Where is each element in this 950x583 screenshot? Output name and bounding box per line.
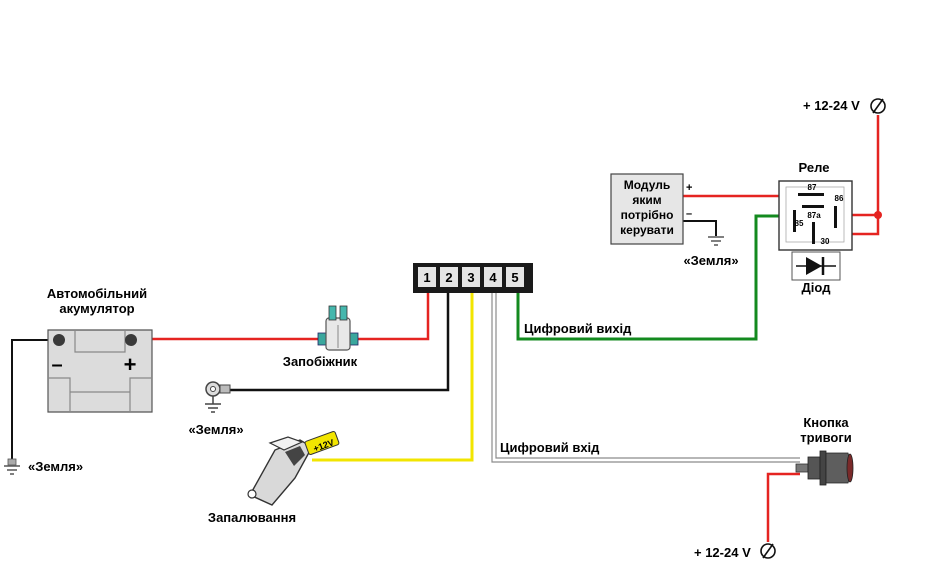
pin4-digital-in-wire-b — [495, 290, 800, 459]
fuse-label: Запобіжник — [283, 354, 358, 369]
relay-pin-86: 86 — [835, 194, 844, 203]
terminal-block: 1 2 3 4 5 — [413, 263, 533, 293]
terminal-pin-4: 4 — [484, 267, 502, 287]
panic-button-label-line2: тривоги — [800, 430, 851, 445]
battery-ground-symbol — [4, 458, 20, 475]
battery-minus-terminal — [53, 334, 65, 346]
button-supply-wire — [766, 472, 800, 542]
digital-out-label: Цифровий вихід — [524, 321, 632, 336]
relay-pin-85: 85 — [795, 219, 804, 228]
svg-text:5: 5 — [511, 270, 518, 285]
module-label-line3: потрібно — [621, 208, 674, 222]
ignition-key-icon: +12V — [247, 431, 340, 506]
bottom-supply-terminal — [760, 543, 776, 559]
module-ground-label: «Земля» — [683, 253, 738, 268]
module-ground-symbol — [708, 236, 724, 246]
pin5-digital-out-wire — [516, 214, 790, 341]
relay-contact-86 — [834, 206, 837, 228]
relay-contact-85 — [793, 210, 796, 232]
battery-plus-terminal — [125, 334, 137, 346]
junction-dot — [874, 211, 882, 219]
module-ground-wire — [683, 220, 717, 236]
relay: 87 87a 86 85 30 — [778, 180, 853, 251]
panic-button-label-line1: Кнопка — [803, 415, 849, 430]
fuse-pin1-wire — [358, 288, 430, 341]
supply-relay-wire — [848, 115, 880, 236]
diode-label: Діод — [802, 280, 832, 295]
battery-label-line1: Автомобільний — [47, 286, 147, 301]
controlled-module: Модуль яким потрібно керувати — [610, 173, 684, 245]
relay-contact-30 — [812, 222, 815, 244]
bottom-supply-label: + 12-24 V — [694, 545, 751, 560]
ground-label-pin2: «Земля» — [188, 422, 243, 437]
relay-pin-30: 30 — [821, 237, 830, 246]
module-label-line4: керувати — [620, 223, 674, 237]
battery-plus-sign: + — [124, 352, 137, 377]
diode-icon — [791, 251, 841, 281]
battery-label-line2: акумулятор — [59, 301, 134, 316]
battery-ground-label: «Земля» — [28, 459, 83, 474]
svg-text:1: 1 — [423, 270, 430, 285]
terminal-pin-5: 5 — [506, 267, 524, 287]
battery-ground-wire — [11, 339, 48, 460]
panic-button-icon — [795, 450, 854, 486]
relay-contact-87a — [802, 205, 824, 208]
svg-text:4: 4 — [489, 270, 497, 285]
battery-minus-sign: – — [51, 354, 62, 376]
module-label-line1: Модуль — [624, 178, 670, 192]
pin2-ground-wire — [228, 290, 450, 392]
relay-label: Реле — [799, 160, 830, 175]
top-supply-label: + 12-24 V — [803, 98, 860, 113]
ignition-label: Запалювання — [208, 510, 296, 525]
module-label-line2: яким — [632, 193, 661, 207]
svg-text:3: 3 — [467, 270, 474, 285]
module-plus-sign: + — [686, 182, 692, 194]
top-supply-terminal — [870, 98, 886, 114]
fuse — [317, 305, 359, 351]
pin3-ignition-wire — [312, 290, 474, 462]
relay-pin-87: 87 — [808, 183, 817, 192]
svg-text:2: 2 — [445, 270, 452, 285]
terminal-pin-2: 2 — [440, 267, 458, 287]
module-minus-sign: – — [686, 208, 692, 220]
terminal-pin-3: 3 — [462, 267, 480, 287]
relay-pin-87a: 87a — [807, 211, 821, 220]
ring-terminal — [205, 381, 231, 413]
pin4-digital-in-wire-a — [491, 290, 800, 463]
digital-in-label: Цифровий вхід — [500, 440, 600, 455]
terminal-pin-1: 1 — [418, 267, 436, 287]
relay-contact-87 — [798, 193, 824, 196]
car-battery: – + — [47, 329, 153, 413]
